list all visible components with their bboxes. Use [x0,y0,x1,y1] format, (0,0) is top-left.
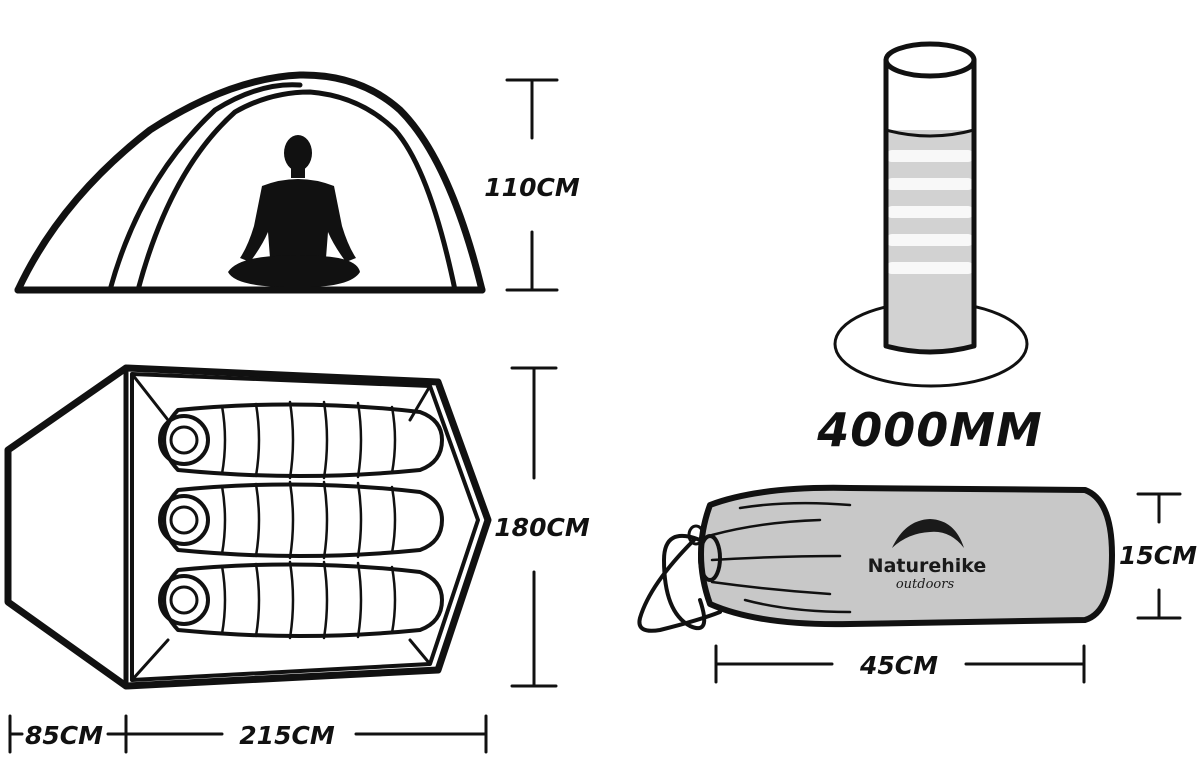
tent-height-label: 110CM [484,173,580,202]
vestibule-length-label: 85CM [25,721,103,750]
pack-diameter-dimension: 15CM [1119,492,1197,620]
tent-top-view [4,364,492,690]
sleeping-bag-3 [158,560,444,640]
pack-diameter-label: 15CM [1119,541,1197,570]
sleeping-bag-1 [158,400,444,480]
seated-person-silhouette [228,135,360,288]
naturehike-logo-icon [892,519,964,548]
brand-name: Naturehike [868,555,987,577]
stuff-sack-icon: Naturehike outdoors [637,484,1115,633]
height-dimension: 110CM [484,78,580,292]
length-dimension: 85CM 215CM [8,714,488,754]
pack-length-label: 45CM [859,651,938,680]
sleeping-bag-2 [158,480,444,560]
waterproof-column-icon [833,41,1029,388]
tent-side-view [14,71,486,294]
tent-length-label: 215CM [239,721,335,750]
tent-width-label: 180CM [494,513,590,542]
waterproof-rating-label: 4000MM [816,403,1043,457]
width-dimension: 180CM [494,366,590,688]
brand-tagline: outdoors [896,577,955,592]
pack-length-dimension: 45CM [714,644,1086,684]
